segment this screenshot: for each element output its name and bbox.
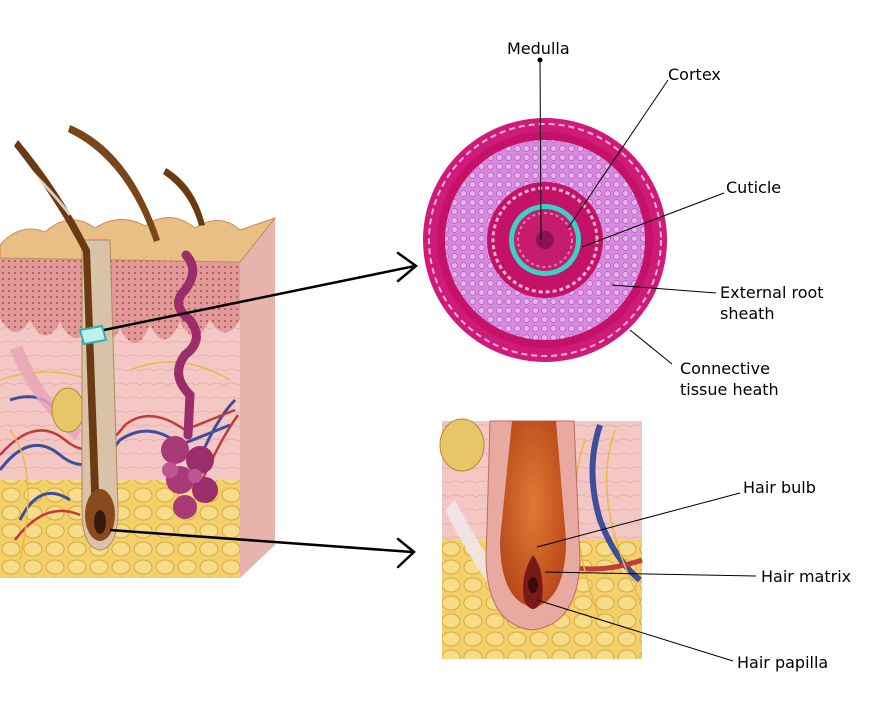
hair-papilla-label: Hair papilla — [737, 653, 829, 672]
medulla-label: Medulla — [507, 39, 570, 58]
external-root-sheath-label-line2: sheath — [720, 304, 775, 323]
arrow-bottom — [109, 528, 416, 569]
arrow-right-icon — [396, 537, 416, 569]
bulb-leaders — [536, 492, 757, 662]
sweat-gland-coil — [161, 436, 218, 519]
sweat-duct — [174, 250, 201, 440]
hair-shaft-main — [14, 140, 100, 520]
epidermis-layer — [0, 255, 240, 344]
skin-surface — [0, 216, 277, 263]
medulla-core — [536, 231, 554, 249]
hair-bulb-label: Hair bulb — [743, 478, 816, 497]
zoom-gland — [439, 418, 485, 472]
sebaceous-gland — [51, 387, 85, 433]
cross-section-leaders — [537, 57, 725, 365]
hair-bulb-zoom — [439, 418, 643, 659]
cuticle-label: Cuticle — [726, 178, 782, 197]
skin-hair-papilla — [94, 510, 106, 534]
cross-section-marker — [78, 324, 108, 346]
external-root-sheath-label-line1: External root — [720, 283, 824, 302]
hair-shaft-second — [68, 125, 160, 242]
skin-block-side — [240, 218, 275, 578]
hair-shaft-third — [163, 168, 205, 226]
hair-shaft-main-highlight — [28, 168, 72, 216]
cortex-label: Cortex — [668, 65, 721, 84]
connective-tissue-label-line1: Connective — [680, 359, 770, 378]
zoom-hair-bulb — [500, 421, 566, 608]
arrow-right-icon — [396, 251, 419, 283]
hair-cross-section — [423, 118, 667, 362]
skin-block — [0, 125, 277, 578]
hair-matrix-label: Hair matrix — [761, 567, 852, 586]
arrow-top — [103, 251, 419, 332]
connective-tissue-label-line2: tissue heath — [680, 380, 779, 399]
